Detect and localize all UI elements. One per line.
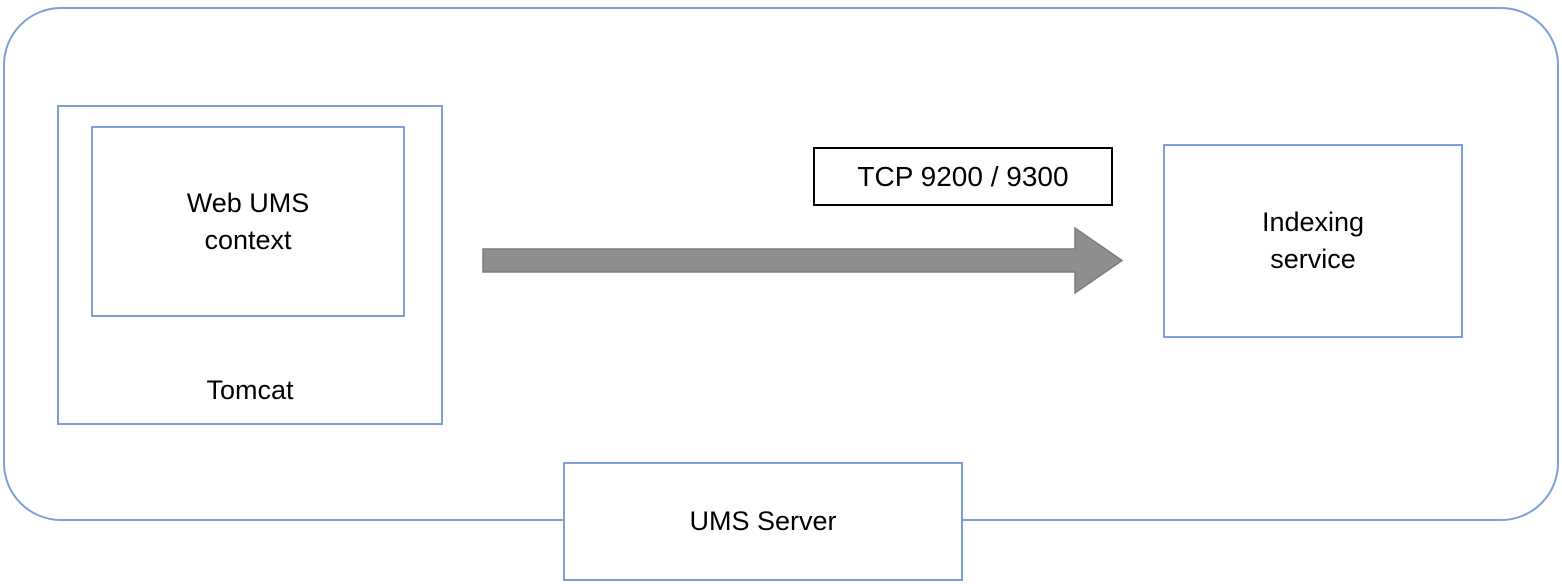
indexing-service-label: Indexing service bbox=[1261, 207, 1365, 274]
ums-server-box: UMS Server bbox=[563, 462, 963, 581]
arrow-right-icon bbox=[482, 226, 1124, 295]
tomcat-label: Tomcat bbox=[206, 374, 294, 405]
web-ums-context-box: Web UMS context bbox=[91, 126, 405, 317]
ums-server-label: UMS Server bbox=[689, 506, 837, 536]
indexing-service-box: Indexing service bbox=[1163, 144, 1463, 338]
web-ums-context-label: Web UMS context bbox=[186, 187, 310, 255]
connection-arrow bbox=[482, 226, 1124, 295]
connection-label-box: TCP 9200 / 9300 bbox=[813, 147, 1113, 206]
connection-label: TCP 9200 / 9300 bbox=[857, 160, 1069, 192]
